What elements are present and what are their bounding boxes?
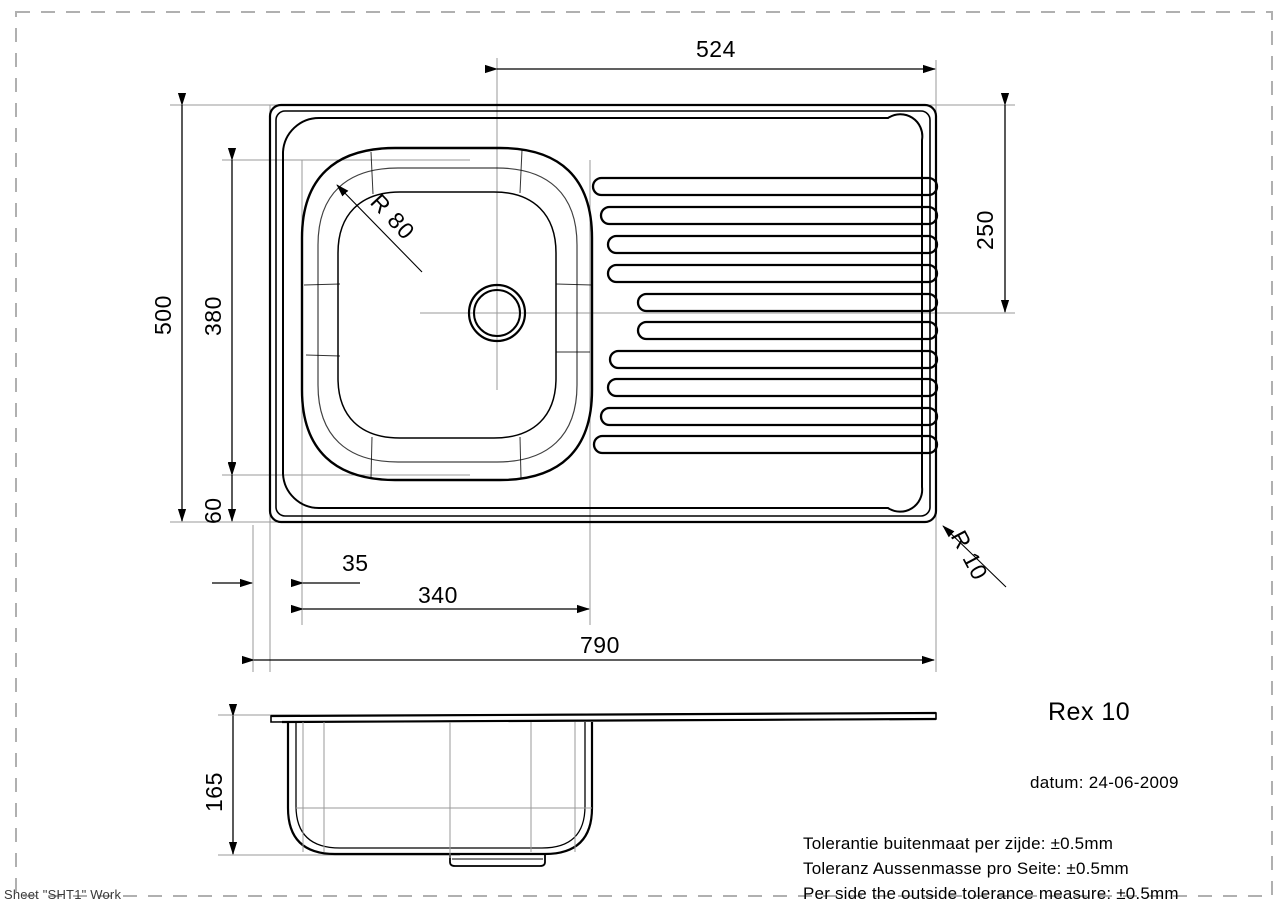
dim-label-250: 250 [972,210,998,250]
tolerance-line-de: Toleranz Aussenmasse pro Seite: ±0.5mm [803,859,1129,878]
tolerance-line-nl: Tolerantie buitenmaat per zijde: ±0.5mm [803,834,1114,853]
product-title: Rex 10 [1048,698,1131,726]
leader-line-r80 [336,184,423,273]
drainer-rib [636,320,939,341]
bowl-facet-lines [303,149,593,479]
leader-line-r10 [942,525,1007,588]
dim-label-35: 35 [342,550,369,576]
tolerance-line-en: Per side the outside tolerance measure: … [803,884,1179,903]
side-rim-top-line [270,711,937,718]
dim-label-500: 500 [150,295,176,335]
drainer-rib [599,406,939,427]
side-construction-lines [296,722,592,858]
plan-view [268,103,939,524]
sink-deck-outline [282,113,924,513]
drainer-rib [592,434,939,455]
dim-label-60: 60 [200,497,226,524]
bowl-outer-outline [300,146,594,482]
drainer-rib [591,176,939,197]
sheet-border [15,11,1273,897]
drain-outlet-inner-ring [473,289,521,337]
side-rim-bottom-line [281,717,937,724]
dim-label-165: 165 [201,772,227,812]
dim-label-340: 340 [418,582,458,608]
sheet-footer-label: Sheet "SHT1" Work [4,887,122,902]
drainer-rib [608,349,939,370]
side-bowl-outer [286,722,594,856]
sink-outer-rim [268,103,938,524]
drainer-rib [606,263,939,284]
drawing-date: datum: 24-06-2009 [1030,773,1179,792]
side-elevation-view [270,711,937,867]
drainer-rib [606,234,939,255]
dim-label-380: 380 [200,296,226,336]
drainer-rib [606,377,939,398]
drainer-ribs [591,176,939,455]
drainer-rib [636,292,939,313]
side-bowl-inner [295,722,586,849]
sink-rim-inner-line [275,110,931,517]
bowl-inner-wall [317,167,578,463]
side-drain-boss [449,854,546,867]
drainer-rib [599,205,939,226]
dim-label-524: 524 [696,36,736,62]
drain-outlet-outer-ring [467,283,527,343]
dim-label-790: 790 [580,632,620,658]
dimension-lines [177,64,1010,855]
bowl-base-outline [337,191,557,439]
